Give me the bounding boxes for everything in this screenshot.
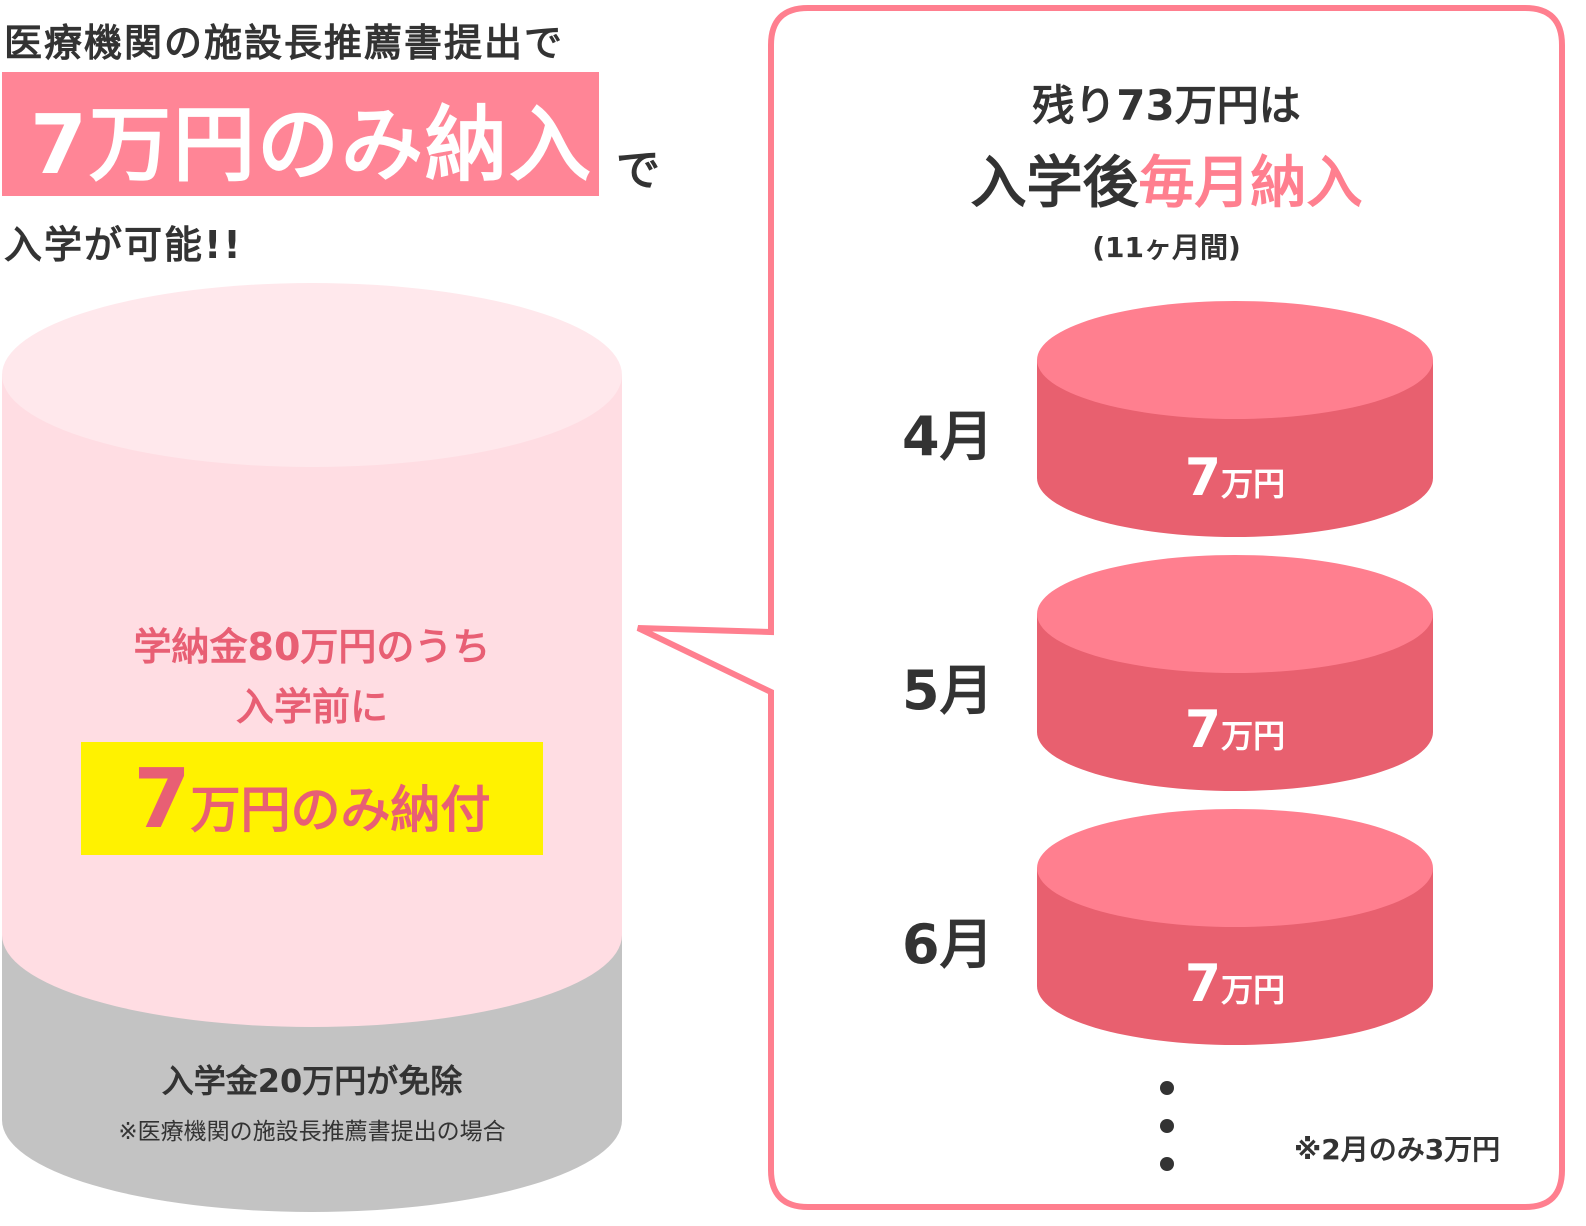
bubble-title-pink: 毎月納入 [1138, 151, 1363, 216]
month-amount-4: 7万円 [1037, 448, 1433, 508]
amount-unit: 万円 [1221, 971, 1286, 1009]
prepay-text-1: 学納金80万円のうち [133, 625, 491, 669]
month-amount-5: 7万円 [1037, 700, 1433, 760]
headline-suffix: で [616, 145, 660, 196]
coin-stack-5 [1037, 555, 1433, 791]
month-amount-6: 7万円 [1037, 954, 1433, 1014]
bubble-title-dark: 入学後 [970, 151, 1139, 216]
headline-highlight-box [2, 72, 599, 196]
prepay-cylinder-section [2, 375, 622, 1027]
continuation-dots [1160, 1081, 1174, 1171]
prepay-amount: 7万円のみ納付 [81, 752, 543, 847]
exempt-text: 入学金20万円が免除 [161, 1062, 463, 1100]
bubble-title-1: 残り73万円は [1032, 81, 1301, 130]
prepay-amount-number: 7 [133, 752, 191, 847]
bubble-subtitle: (11ヶ月間) [1092, 231, 1241, 264]
headline-highlight: 7万円のみ納入 [30, 98, 594, 193]
coin-stack-4 [1037, 301, 1433, 537]
february-note: ※2月のみ3万円 [1294, 1133, 1501, 1166]
prepay-amount-unit: 万円のみ納付 [190, 781, 491, 839]
amount-unit: 万円 [1221, 465, 1286, 503]
prepay-text-2: 入学前に [235, 685, 388, 729]
amount-number: 7 [1184, 700, 1222, 760]
month-label-5: 5月 [902, 659, 994, 722]
exempt-note: ※医療機関の施設長推薦書提出の場合 [118, 1119, 506, 1145]
yellow-highlight-box [81, 742, 543, 855]
headline-line1: 医療機関の施設長推薦書提出で [4, 21, 565, 65]
month-label-6: 6月 [902, 913, 994, 976]
month-label-4: 4月 [902, 405, 994, 468]
amount-number: 7 [1184, 954, 1222, 1014]
bubble-title-2: 入学後毎月納入 [771, 138, 1562, 219]
cylinder-top [2, 283, 622, 467]
amount-number: 7 [1184, 448, 1222, 508]
headline-line3: 入学が可能!! [4, 223, 243, 267]
coin-stack-6 [1037, 809, 1433, 1045]
amount-unit: 万円 [1221, 717, 1286, 755]
